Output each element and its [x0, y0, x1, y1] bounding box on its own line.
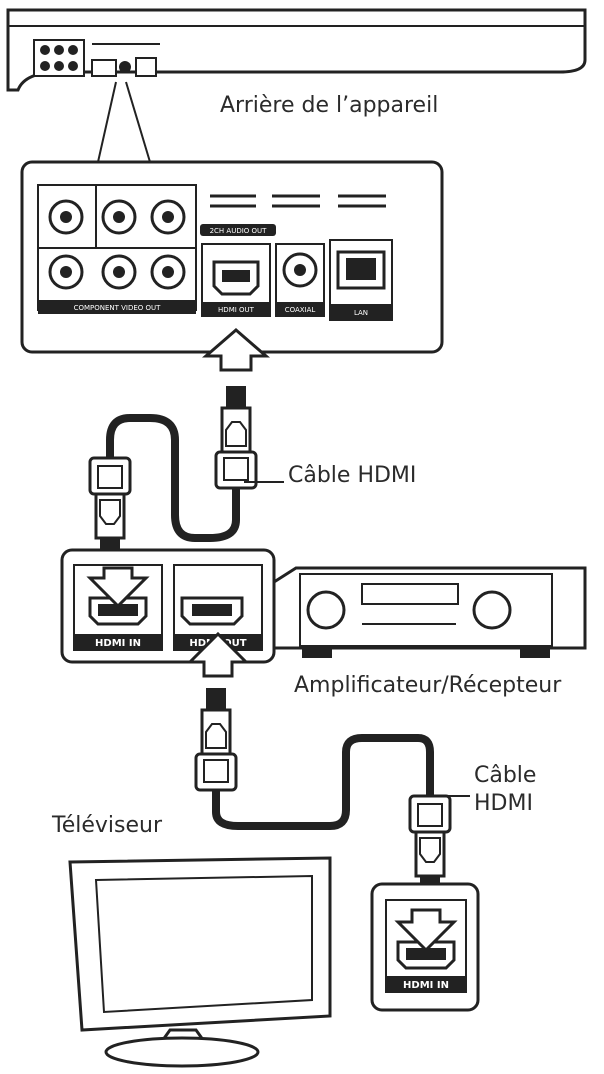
arrow-tv-hdmi-in [394, 908, 458, 953]
component-video-out-label: COMPONENT VIDEO OUT [74, 304, 162, 312]
player-rear-label: Arrière de l’appareil [220, 93, 438, 118]
arrow-amp-hdmi-in [86, 566, 150, 609]
lan-label: LAN [354, 309, 368, 317]
tv-label: Téléviseur [51, 813, 163, 838]
amplifier-device [272, 566, 587, 658]
amp-panel: HDMI IN HDMI OUT [60, 548, 276, 664]
cable-top [106, 414, 240, 542]
tv-device [68, 856, 332, 1068]
zoom-line-left [97, 81, 117, 163]
plug-top-amp [88, 456, 132, 562]
audio-out-label: 2CH AUDIO OUT [210, 227, 268, 235]
cable-top-label: Câble HDMI [288, 463, 416, 488]
plug-top-player [214, 384, 258, 490]
player-device [6, 8, 587, 92]
amp-label: Amplificateur/Récepteur [294, 673, 562, 698]
cable-bottom-label-2: HDMI [474, 791, 533, 816]
player-hdmi-out-label: HDMI OUT [218, 306, 255, 314]
plug-bottom-amp [194, 686, 238, 792]
arrow-amp-hdmi-out [186, 631, 250, 678]
cable-bottom [212, 734, 434, 830]
amp-hdmi-in-label: HDMI IN [95, 638, 141, 649]
cable-bottom-label-1: Câble [474, 763, 536, 788]
arrow-player-hdmi [201, 328, 271, 372]
zoom-line-right [125, 81, 151, 163]
tv-hdmi-in-label: HDMI IN [403, 980, 449, 991]
coaxial-label: COAXIAL [285, 306, 316, 314]
player-rear-panel: COMPONENT VIDEO OUT 2CH AUDIO OUT HDMI O… [20, 160, 444, 354]
